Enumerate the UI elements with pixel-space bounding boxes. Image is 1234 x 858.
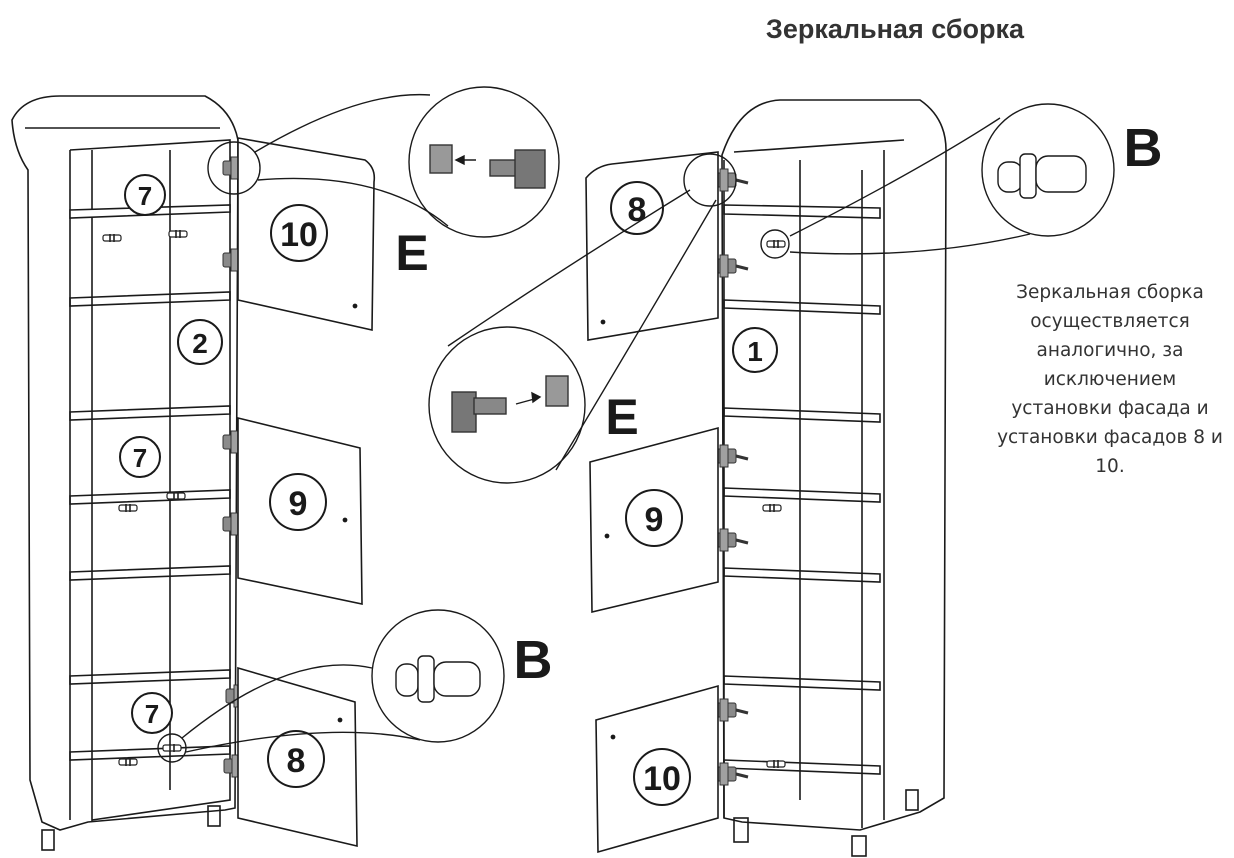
right-callout-hinge-E: E [605, 389, 638, 445]
label-door-10-left: 10 [280, 216, 318, 254]
right-door-top [585, 151, 719, 341]
note-line: исключением [1043, 369, 1177, 390]
note-line: аналогично, за [1036, 340, 1184, 361]
note-line: установки фасадов 8 и [997, 427, 1223, 448]
label-side-2: 2 [192, 328, 208, 359]
left-dowel-detail [157, 609, 505, 763]
label-shelf-7-mid: 7 [133, 443, 147, 473]
label-shelf-7-top: 7 [138, 181, 152, 211]
label-side-1: 1 [747, 336, 763, 367]
left-callout-dowel-B: B [514, 630, 553, 690]
right-dowel-detail [760, 103, 1115, 259]
mirror-assembly-note: Зеркальная сборка осуществляется аналоги… [960, 278, 1234, 481]
right-cabinet [710, 99, 947, 857]
label-door-10-right: 10 [643, 760, 681, 798]
right-part-labels: 8 1 9 10 [610, 181, 778, 806]
note-line: Зеркальная сборка [1016, 282, 1204, 303]
left-cabinet [11, 95, 264, 851]
label-door-9-left: 9 [289, 485, 308, 523]
right-hinge-detail [428, 153, 737, 484]
note-line: 10. [1095, 456, 1125, 477]
left-hinge-detail [207, 86, 560, 238]
note-line: установки фасада и [1011, 398, 1209, 419]
label-door-8-left: 8 [287, 742, 306, 780]
label-shelf-7-bot: 7 [145, 699, 159, 729]
left-callout-hinge-E: E [395, 225, 428, 281]
left-part-labels: 7 10 2 7 9 7 8 [119, 174, 328, 788]
label-door-9-right: 9 [645, 501, 664, 539]
right-callout-dowel-B: B [1124, 118, 1163, 178]
page-title: Зеркальная сборка [765, 14, 1025, 44]
note-line: осуществляется [1030, 311, 1190, 332]
